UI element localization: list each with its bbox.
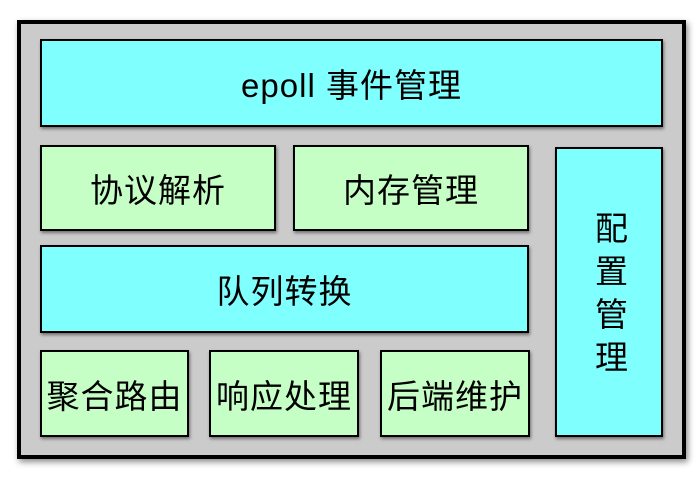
- block-response-handling-label: 响应处理: [216, 377, 352, 415]
- block-backend-maintenance-label: 后端维护: [387, 377, 523, 415]
- block-protocol-parsing-label: 协议解析: [90, 172, 226, 209]
- block-config-management-label: 配置管理: [590, 211, 628, 383]
- architecture-frame: epoll 事件管理 协议解析 内存管理 队列转换 聚合路由 响应处理 后端维护…: [17, 20, 686, 459]
- block-queue-conversion-label: 队列转换: [216, 273, 353, 310]
- block-epoll-event-management-label: epoll 事件管理: [241, 67, 462, 104]
- block-protocol-parsing: 协议解析: [40, 145, 276, 231]
- block-aggregate-routing: 聚合路由: [40, 350, 189, 437]
- block-queue-conversion: 队列转换: [40, 245, 529, 333]
- block-backend-maintenance: 后端维护: [380, 350, 530, 437]
- block-memory-management-label: 内存管理: [343, 172, 479, 209]
- block-epoll-event-management: epoll 事件管理: [40, 39, 663, 127]
- block-memory-management: 内存管理: [293, 145, 529, 231]
- block-aggregate-routing-label: 聚合路由: [46, 377, 183, 415]
- block-config-management: 配置管理: [555, 147, 663, 437]
- block-response-handling: 响应处理: [209, 350, 359, 437]
